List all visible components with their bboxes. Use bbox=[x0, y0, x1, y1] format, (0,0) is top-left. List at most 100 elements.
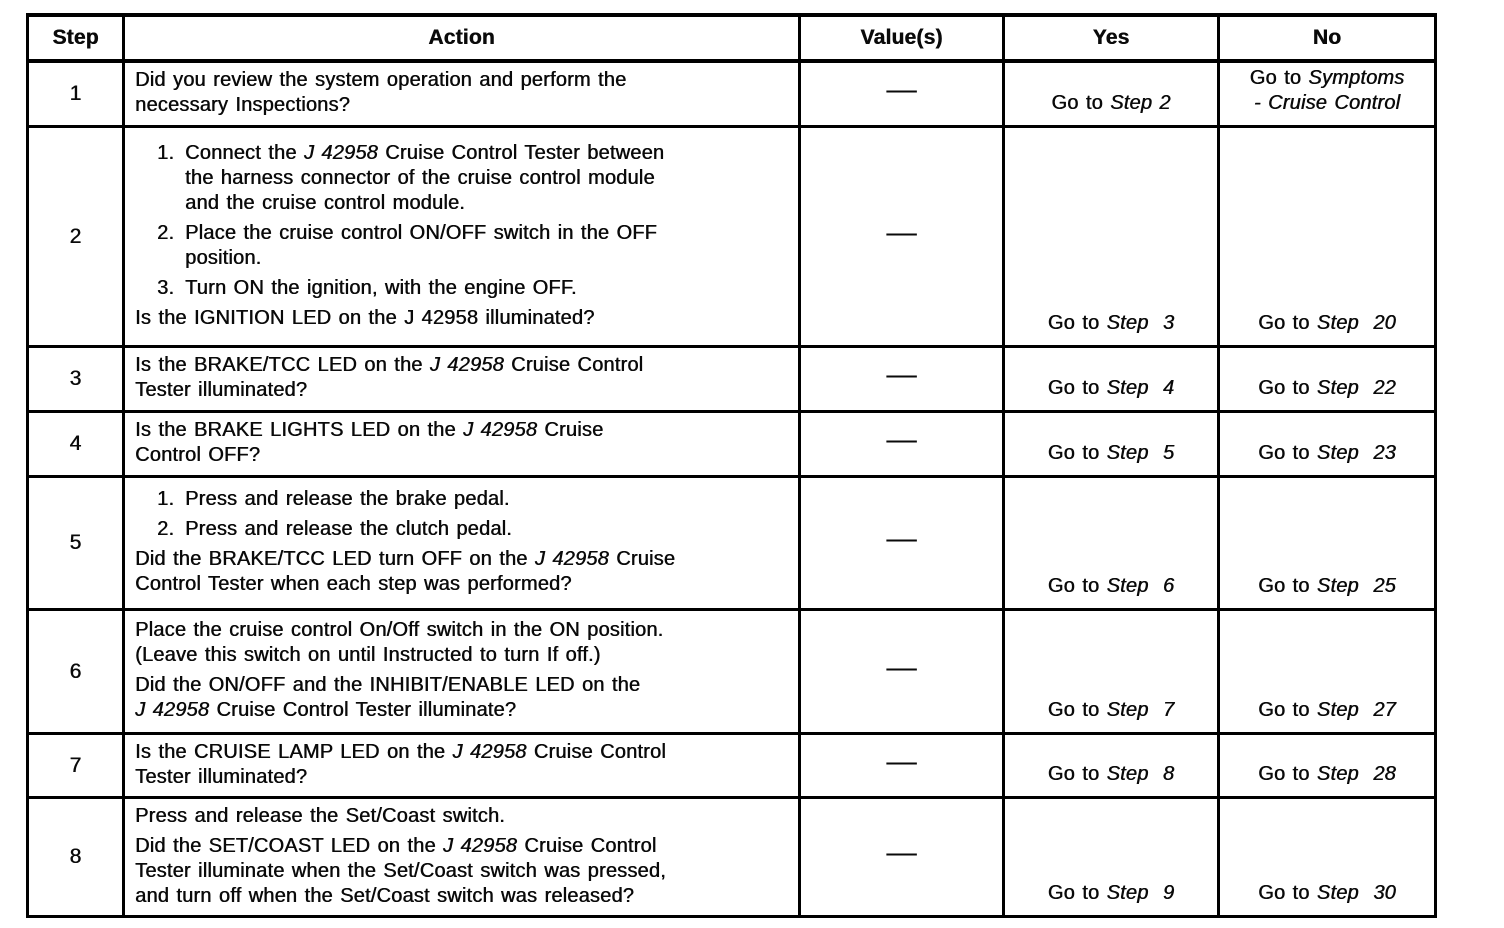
yes-goto: Go to Step 3 bbox=[1047, 311, 1175, 334]
step-cell: 1 bbox=[26, 59, 125, 128]
yes-goto: Go to Step 5 bbox=[1047, 441, 1175, 464]
step-cell: 8 bbox=[26, 795, 125, 918]
column-header-no: No bbox=[1217, 13, 1437, 63]
step-number: 3 bbox=[69, 367, 82, 390]
no-goto: Go to Step 20 bbox=[1258, 311, 1396, 334]
no-goto: Go to Step 28 bbox=[1258, 762, 1396, 785]
value-cell: — bbox=[798, 795, 1005, 918]
table-row: 2 1.Connect the J 42958 Cruise Control T… bbox=[26, 124, 1437, 348]
action-content: Did you review the system operation and … bbox=[125, 63, 798, 124]
action-text: Is the BRAKE/TCC LED on the J 42958 Crui… bbox=[135, 354, 644, 401]
yes-cell: Go to Step 6 bbox=[1002, 474, 1220, 611]
action-content: Is the BRAKE LIGHTS LED on the J 42958 C… bbox=[125, 413, 798, 474]
action-text: Did the SET/COAST LED on the J 42958 Cru… bbox=[135, 834, 666, 907]
value-dash: — bbox=[886, 215, 917, 249]
no-goto: Go to Step 27 bbox=[1258, 698, 1396, 721]
table-row: 3 Is the BRAKE/TCC LED on the J 42958 Cr… bbox=[26, 344, 1437, 413]
action-cell: Is the BRAKE/TCC LED on the J 42958 Crui… bbox=[122, 344, 801, 413]
step-cell: 3 bbox=[26, 344, 125, 413]
yes-cell: Go to Step 9 bbox=[1002, 795, 1220, 918]
header-row: Step Action Value(s) Yes No bbox=[26, 13, 1437, 63]
value-dash: — bbox=[886, 358, 917, 391]
table-row: 1 Did you review the system operation an… bbox=[26, 59, 1437, 128]
action-text: Did you review the system operation and … bbox=[135, 69, 627, 117]
action-text: Press and release the Set/Coast switch. bbox=[135, 804, 505, 827]
value-dash: — bbox=[886, 73, 917, 107]
yes-cell: Go to Step 5 bbox=[1002, 409, 1220, 478]
action-content: Is the CRUISE LAMP LED on the J 42958 Cr… bbox=[125, 735, 798, 796]
action-cell: Place the cruise control On/Off switch i… bbox=[122, 607, 801, 735]
no-goto: Go to Step 25 bbox=[1258, 574, 1396, 597]
yes-goto: Go to Step 9 bbox=[1047, 881, 1175, 904]
step-number: 7 bbox=[69, 753, 82, 777]
action-content: Press and release the Set/Coast switch. D… bbox=[125, 799, 798, 915]
action-content: 1.Connect the J 42958 Cruise Control Tes… bbox=[125, 136, 798, 337]
value-dash: — bbox=[886, 650, 917, 684]
step-cell: 5 bbox=[26, 474, 125, 611]
no-goto: Go to Step 23 bbox=[1258, 441, 1396, 464]
yes-cell: Go to Step 4 bbox=[1002, 344, 1220, 413]
step-cell: 7 bbox=[26, 731, 125, 799]
step-cell: 2 bbox=[26, 124, 125, 348]
value-dash: — bbox=[886, 522, 917, 555]
action-cell: Is the BRAKE LIGHTS LED on the J 42958 C… bbox=[122, 409, 801, 478]
table-row: 8 Press and release the Set/Coast switch… bbox=[26, 795, 1437, 918]
table-row: 5 1.Press and release the brake pedal. 2.… bbox=[26, 474, 1437, 611]
step-cell: 4 bbox=[26, 409, 125, 478]
action-cell: Did you review the system operation and … bbox=[122, 59, 801, 128]
action-text: Is the CRUISE LAMP LED on the J 42958 Cr… bbox=[135, 740, 666, 788]
action-text: Is the BRAKE LIGHTS LED on the J 42958 C… bbox=[135, 419, 604, 466]
action-cell: 1.Press and release the brake pedal. 2.Pr… bbox=[122, 474, 801, 611]
value-dash: — bbox=[886, 836, 917, 869]
column-header-action: Action bbox=[122, 13, 801, 63]
value-cell: — bbox=[798, 607, 1005, 735]
action-cell: Press and release the Set/Coast switch. D… bbox=[122, 795, 801, 918]
step-number: 5 bbox=[69, 531, 82, 554]
no-cell: Go to Step 27 bbox=[1217, 607, 1437, 735]
value-cell: — bbox=[798, 124, 1005, 348]
step-number: 1 bbox=[69, 82, 82, 106]
no-cell: Go to Step 25 bbox=[1217, 474, 1437, 611]
no-cell: Go to Step 30 bbox=[1217, 795, 1437, 918]
yes-cell: Go to Step 3 bbox=[1002, 124, 1220, 348]
yes-cell: Go to Step 2 bbox=[1002, 59, 1220, 128]
no-cell: Go to Step 20 bbox=[1217, 124, 1437, 348]
no-goto: Go to Symptoms- Cruise Control bbox=[1249, 66, 1405, 114]
no-cell: Go to Step 23 bbox=[1217, 409, 1437, 478]
table-row: 6 Place the cruise control On/Off switch… bbox=[26, 607, 1437, 735]
action-list-item: 1.Connect the J 42958 Cruise Control Tes… bbox=[157, 141, 665, 214]
yes-goto: Go to Step 2 bbox=[1051, 91, 1171, 114]
no-cell: Go to Step 22 bbox=[1217, 344, 1437, 413]
value-dash: — bbox=[886, 423, 917, 456]
value-cell: — bbox=[798, 409, 1005, 478]
action-text: Place the cruise control On/Off switch i… bbox=[135, 619, 664, 666]
no-cell: Go to Symptoms- Cruise Control bbox=[1217, 59, 1437, 128]
action-cell: 1.Connect the J 42958 Cruise Control Tes… bbox=[122, 124, 801, 348]
value-cell: — bbox=[798, 731, 1005, 799]
table-row: 7 Is the CRUISE LAMP LED on the J 42958 … bbox=[26, 731, 1437, 799]
step-number: 6 bbox=[69, 659, 82, 683]
step-number: 4 bbox=[69, 432, 82, 455]
value-cell: — bbox=[798, 344, 1005, 413]
action-cell: Is the CRUISE LAMP LED on the J 42958 Cr… bbox=[122, 731, 801, 799]
table-row: 4 Is the BRAKE LIGHTS LED on the J 42958… bbox=[26, 409, 1437, 478]
column-header-values: Value(s) bbox=[798, 13, 1005, 63]
step-number: 2 bbox=[69, 224, 82, 248]
no-goto: Go to Step 22 bbox=[1258, 376, 1396, 399]
action-content: 1.Press and release the brake pedal. 2.Pr… bbox=[125, 482, 798, 603]
value-cell: — bbox=[798, 474, 1005, 611]
step-cell: 6 bbox=[26, 607, 125, 735]
action-list-item: 1.Press and release the brake pedal. bbox=[157, 488, 510, 510]
action-list-item: 2.Press and release the clutch pedal. bbox=[157, 518, 512, 540]
no-goto: Go to Step 30 bbox=[1258, 881, 1396, 904]
value-cell: — bbox=[798, 59, 1005, 128]
yes-cell: Go to Step 8 bbox=[1002, 731, 1220, 799]
yes-cell: Go to Step 7 bbox=[1002, 607, 1220, 735]
action-list-item: 3.Turn ON the ignition, with the engine … bbox=[157, 276, 577, 299]
step-number: 8 bbox=[69, 845, 82, 868]
yes-goto: Go to Step 8 bbox=[1047, 762, 1175, 785]
action-list-item: 2.Place the cruise control ON/OFF switch… bbox=[157, 221, 657, 269]
action-text: Did the BRAKE/TCC LED turn OFF on the J … bbox=[135, 548, 676, 595]
column-header-yes: Yes bbox=[1002, 13, 1220, 63]
